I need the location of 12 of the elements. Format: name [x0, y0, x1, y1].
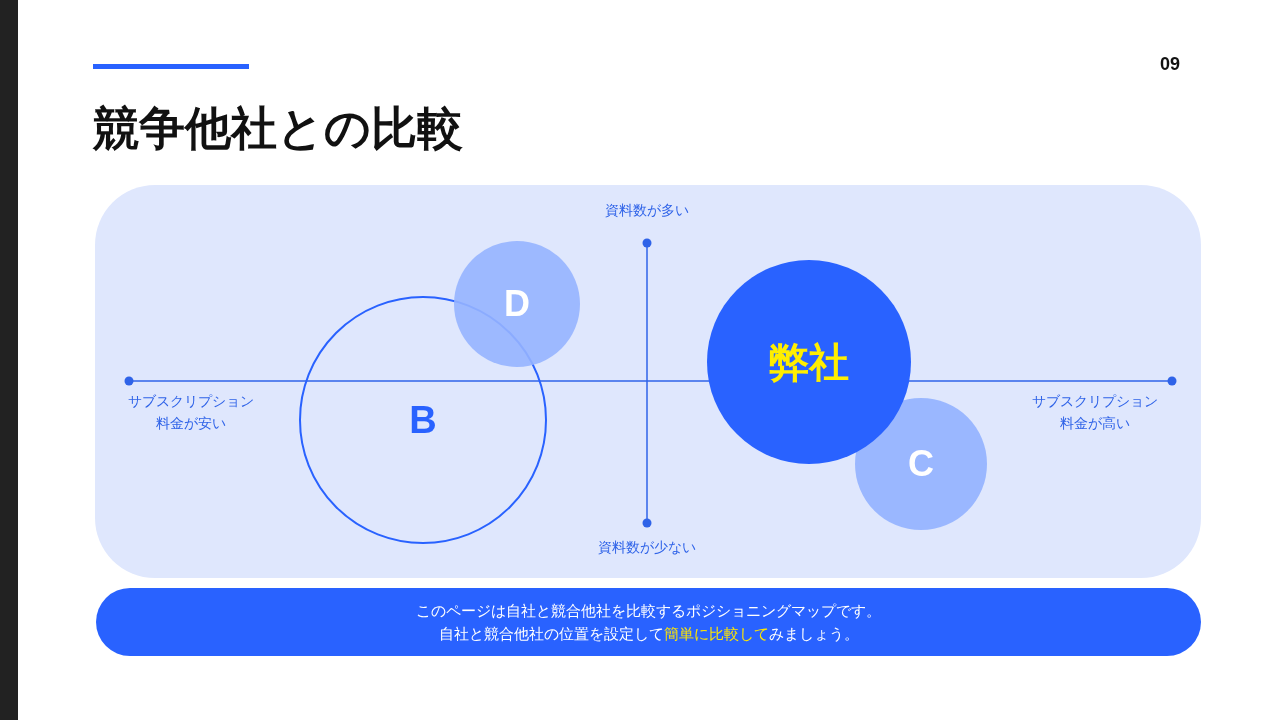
company-name: B [409, 398, 437, 442]
side-bar [0, 0, 18, 720]
axis-label: 資料数が少ない [597, 539, 697, 557]
axis-label: サブスクリプション料金が安い [127, 392, 255, 433]
company-name: 弊社 [769, 338, 849, 386]
axis-label: サブスクリプション料金が高い [1031, 392, 1159, 433]
axis-label: 資料数が多い [604, 202, 690, 220]
company-name: D [504, 283, 530, 325]
company-name: C [908, 443, 934, 485]
page-number: 09 [1160, 54, 1181, 75]
page-title: 競争他社との比較 [93, 101, 463, 156]
note-text: このページは自社と競合他社を比較するポジショニングマップです。自社と競合他社の位置を設定して簡単に比較してみましょう。 [415, 601, 882, 644]
